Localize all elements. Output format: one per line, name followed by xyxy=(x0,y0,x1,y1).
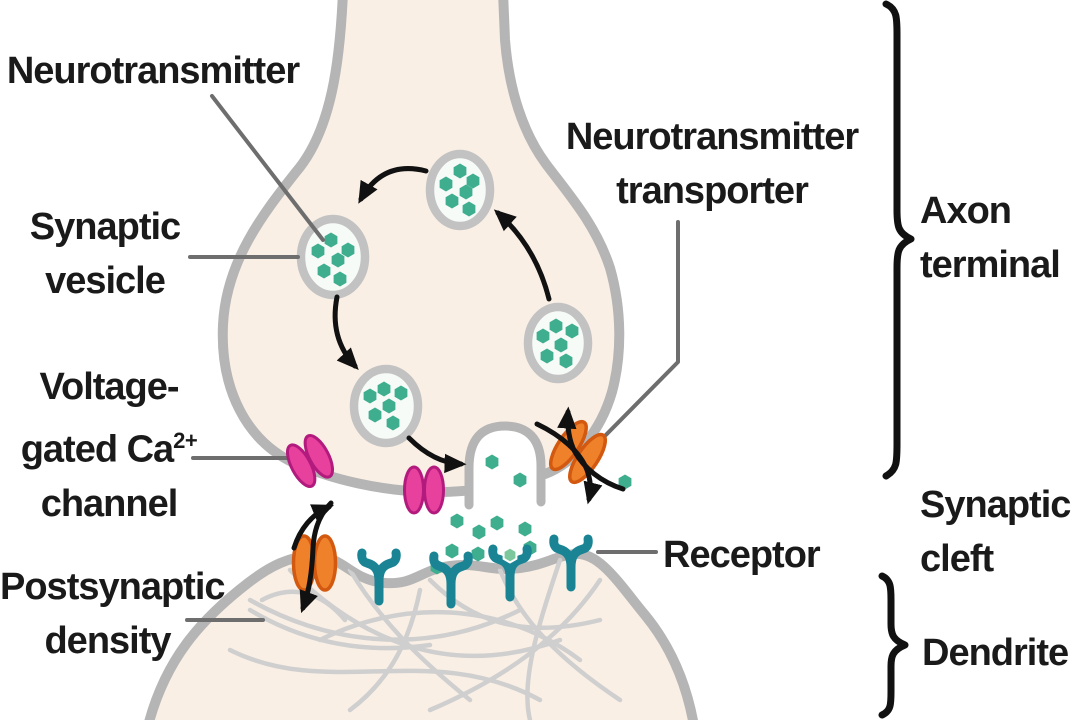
label-text: Neurotransmitter xyxy=(6,50,300,92)
ca-channel-left xyxy=(285,434,335,488)
fusing-vesicle xyxy=(464,421,546,510)
label-line: vesicle xyxy=(45,260,166,302)
label-axon-terminal: Axon terminal xyxy=(920,184,1061,292)
label-voltage-gated-ca-channel: Voltage- gated Ca2+ channel xyxy=(3,360,215,531)
label-neurotransmitter: Neurotransmitter xyxy=(0,44,306,98)
label-line: channel xyxy=(40,482,179,525)
superscript: 2+ xyxy=(173,428,198,453)
label-neurotransmitter-transporter: Neurotransmitter transporter xyxy=(537,110,887,218)
receptor-1 xyxy=(357,548,401,606)
axon-terminal-membrane xyxy=(217,0,625,498)
label-synaptic-vesicle: Synaptic vesicle xyxy=(0,200,210,308)
neurotransmitter-leader-line xyxy=(210,94,325,242)
axon-terminal-brace xyxy=(882,0,915,480)
synaptic-vesicle-bottom-right xyxy=(523,302,593,384)
label-receptor: Receptor xyxy=(663,528,821,582)
label-line: cleft xyxy=(920,538,994,580)
synaptic-vesicle-top xyxy=(425,149,495,231)
label-text: Receptor xyxy=(663,534,821,576)
label-synaptic-cleft: Synaptic cleft xyxy=(920,478,1071,586)
label-line: Voltage- xyxy=(39,366,179,408)
dendrite-brace xyxy=(878,572,909,719)
receptor-3-with-ligand xyxy=(488,544,532,602)
label-line: density xyxy=(44,620,171,662)
label-line: transporter xyxy=(616,170,809,212)
label-dendrite: Dendrite xyxy=(922,626,1069,680)
label-line: Axon xyxy=(920,190,1012,232)
postsynaptic-channel-arrows xyxy=(291,500,335,614)
synaptic-vesicle-bottom-left xyxy=(349,364,423,448)
ca-channel-center xyxy=(403,465,445,515)
label-postsynaptic-density: Postsynaptic density xyxy=(0,560,226,668)
receptor-2 xyxy=(429,551,473,609)
vesicle-cycle-arrows xyxy=(332,166,552,474)
label-text: Dendrite xyxy=(922,632,1069,674)
label-line: gated Ca2+ xyxy=(20,428,198,471)
label-line: Synaptic xyxy=(920,484,1071,526)
synaptic-vesicle-left xyxy=(296,214,370,300)
transporter-flow-arrows xyxy=(534,406,626,505)
label-line: Synaptic xyxy=(29,206,181,248)
bound-neurotransmitter xyxy=(502,546,518,564)
label-line: Neurotransmitter xyxy=(565,116,859,158)
receptor-4 xyxy=(549,534,593,592)
label-line: terminal xyxy=(920,244,1061,286)
label-line: Postsynaptic xyxy=(0,566,226,608)
transporter-leader-line xyxy=(590,220,680,451)
